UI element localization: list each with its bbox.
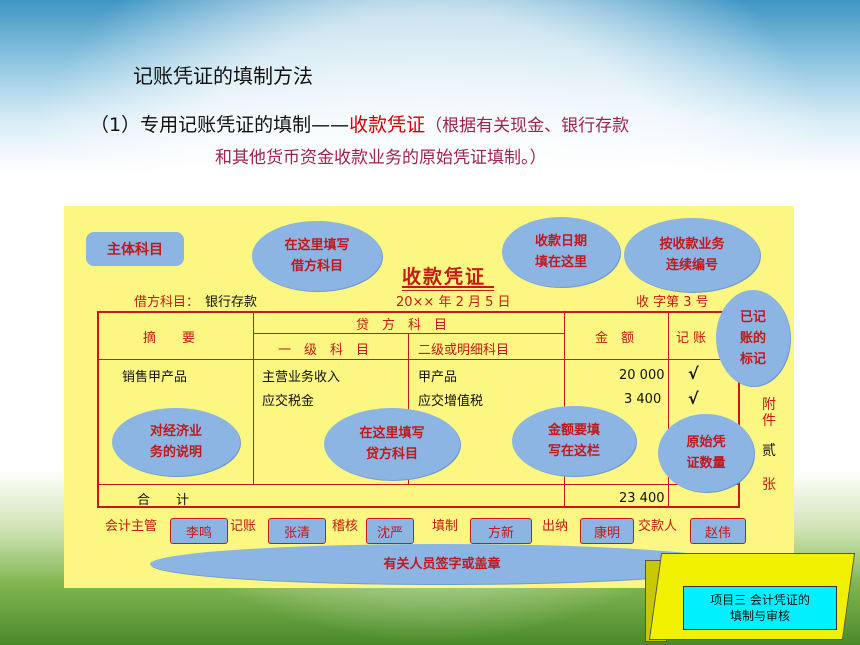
callout-credit-line2: 贷方科目 <box>365 447 418 462</box>
row2-posted-check: √ <box>688 389 699 408</box>
callout-explanation: 对经济业务的说明 <box>112 408 240 476</box>
subtitle-note-line2: 和其他货币资金收款业务的原始凭证填制。） <box>215 148 547 168</box>
header-posted: 记 账 <box>676 331 707 346</box>
header-amount: 金 额 <box>595 331 635 346</box>
callout-amount-line2: 写在这栏 <box>547 444 600 459</box>
subtitle-highlight: 收款凭证 <box>349 114 426 136</box>
callout-explanation-line1: 对经济业 <box>149 424 202 439</box>
total-amount: 23 400 <box>619 491 665 506</box>
voucher-title: 收款凭证 <box>402 266 487 288</box>
callout-explanation-line2: 务的说明 <box>149 445 202 460</box>
callout-amount-here: 金额要填写在这栏 <box>512 406 636 476</box>
sig-role-auditor: 稽核 <box>332 519 359 534</box>
sig-role-cashier: 出纳 <box>542 519 569 534</box>
callout-debit-here: 在这里填写借方科目 <box>252 221 382 291</box>
row2-level2: 应交增值税 <box>418 394 484 409</box>
badge-line1: 项目三 会计凭证的 <box>710 593 810 607</box>
row2-level1: 应交税金 <box>262 394 315 409</box>
table-line <box>253 333 565 334</box>
callout-debit-line1: 在这里填写 <box>284 238 350 253</box>
debit-value: 银行存款 <box>205 295 258 310</box>
table-line <box>668 311 669 508</box>
sig-role-payer: 交款人 <box>638 519 678 534</box>
header-summary: 摘 要 <box>143 331 196 346</box>
callout-posted-line3: 标记 <box>739 351 766 367</box>
slide-title: 记账凭证的填制方法 <box>133 64 313 88</box>
header-level1: 一 级 科 目 <box>278 343 370 358</box>
badge-line2: 填制与审核 <box>729 609 790 623</box>
voucher-table <box>97 311 740 508</box>
callout-main-subject: 主体科目 <box>86 232 184 266</box>
voucher-date: 20×× 年 2 月 5 日 <box>396 295 511 310</box>
callout-posted-line2: 账的 <box>739 330 766 346</box>
attachment-count: 贰 <box>762 443 776 459</box>
header-level2: 二级或明细科目 <box>418 343 510 358</box>
callout-posted-mark: 已记账的标记 <box>716 290 790 386</box>
callout-credit-here: 在这里填写贷方科目 <box>324 408 460 480</box>
row1-level2: 甲产品 <box>418 370 458 385</box>
attachment-unit: 张 <box>762 477 776 493</box>
subtitle-note-line1: （根据有关现金、银行存款 <box>425 116 630 136</box>
attachment-label-1: 附 <box>762 397 776 413</box>
voucher-title-underline-2 <box>402 290 494 291</box>
row1-amount: 20 000 <box>619 368 665 383</box>
callout-numbering-line1: 按收款业务 <box>659 237 725 252</box>
sig-name-cashier: 康明 <box>580 518 634 544</box>
row2-amount: 3 400 <box>624 392 662 407</box>
sig-role-bookkeeper: 记账 <box>230 519 257 534</box>
table-line <box>97 359 740 360</box>
callout-attachments-line2: 证数量 <box>686 456 726 471</box>
callout-attachments: 原始凭证数量 <box>658 414 754 492</box>
callout-numbering-line2: 连续编号 <box>665 258 718 273</box>
callout-amount-line1: 金额要填 <box>547 423 600 438</box>
table-line <box>253 311 254 484</box>
sig-role-supervisor: 会计主管 <box>105 519 158 534</box>
slide-subtitle: （1）专用记账凭证的填制——收款凭证（根据有关现金、银行存款 <box>90 110 629 137</box>
voucher-title-underline <box>402 286 494 288</box>
row1-summary: 销售甲产品 <box>122 370 188 385</box>
sig-name-auditor: 沈严 <box>366 518 414 544</box>
sig-name-supervisor: 李鸣 <box>170 518 228 544</box>
callout-date-here: 收款日期填在这里 <box>502 217 620 287</box>
table-line <box>97 484 740 485</box>
total-label: 合 计 <box>137 493 190 508</box>
callout-date-line1: 收款日期 <box>534 234 587 249</box>
section-badge: 项目三 会计凭证的填制与审核 <box>683 586 837 630</box>
row1-posted-check: √ <box>688 364 699 383</box>
voucher-number: 收 字第 3 号 <box>636 295 709 310</box>
callout-credit-line1: 在这里填写 <box>359 426 425 441</box>
sig-name-preparer: 方新 <box>470 518 532 544</box>
sig-role-preparer: 填制 <box>432 519 459 534</box>
callout-posted-line1: 已记 <box>739 309 766 325</box>
callout-signature: 有关人员签字或盖章 <box>150 544 734 584</box>
callout-attachments-line1: 原始凭 <box>686 435 726 450</box>
callout-date-line2: 填在这里 <box>534 255 587 270</box>
header-credit-account: 贷 方 科 目 <box>356 318 448 333</box>
sig-name-bookkeeper: 张清 <box>268 518 326 544</box>
callout-debit-line2: 借方科目 <box>290 259 343 274</box>
subtitle-prefix: （1）专用记账凭证的填制—— <box>90 114 350 136</box>
callout-numbering: 按收款业务连续编号 <box>624 218 760 292</box>
sig-name-payer: 赵伟 <box>690 518 746 544</box>
attachment-label-2: 件 <box>762 413 776 429</box>
row1-level1: 主营业务收入 <box>262 370 341 385</box>
debit-label: 借方科目： <box>134 295 200 310</box>
